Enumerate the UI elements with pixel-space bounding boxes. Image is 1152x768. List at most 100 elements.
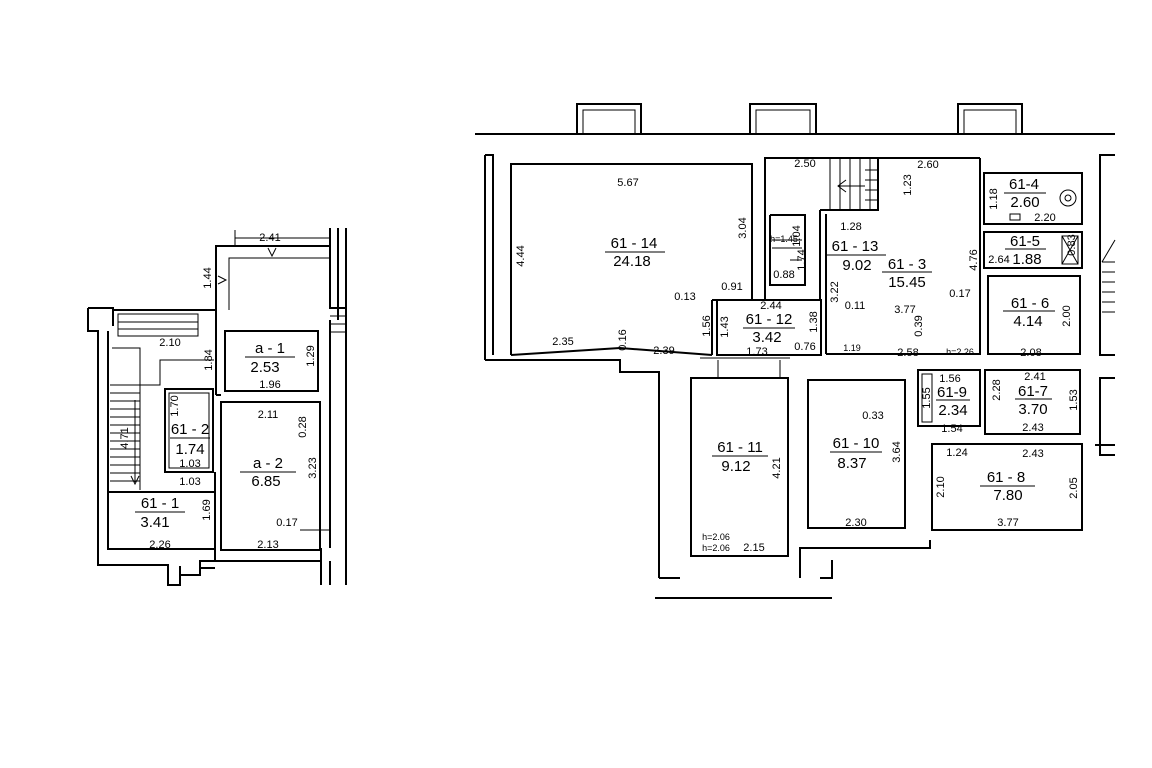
dim-label: 1.43 [719,316,731,337]
dim-label: 0.17 [949,288,970,300]
dim-label: 2.44 [760,300,781,312]
dim-label: 1.53 [1068,389,1080,410]
dim-label: h=2.06 [702,543,730,553]
room-label-61-4: 61-4 [1009,176,1039,193]
room-area-61-9: 2.34 [938,402,967,419]
dim-label: 0.16 [617,329,629,350]
room-area-61-10: 8.37 [837,455,866,472]
dim-label: 3.77 [997,517,1018,529]
room-area-61-3: 15.45 [888,274,926,291]
dim-label: 3.04 [737,217,749,238]
dim-label: 0.11 [845,300,866,312]
room-label-61-11: 61 - 11 [717,439,763,456]
dim-label: 1.73 [746,346,767,358]
room-label-61-12: 61 - 12 [746,311,793,328]
dim-label: 1.04 [791,225,803,246]
staircase-right [1101,239,1116,313]
dim-label: 1.28 [840,221,861,233]
dim-label: 0.88 [773,269,794,281]
room-label-61-10: 61 - 10 [833,435,880,452]
dim-label: 0.28 [297,416,309,437]
room-label-61-14: 61 - 14 [611,235,658,252]
dim-label: 1.96 [259,379,280,391]
dim-label: 2.41 [259,232,280,244]
room-area-a1: 2.53 [250,359,279,376]
dim-label: 0.17 [276,517,297,529]
dim-label: 2.60 [917,159,938,171]
dim-label: 1.03 [179,476,200,488]
dim-label: 1.19 [843,343,861,353]
dim-label: 0.83 [1066,234,1078,255]
dim-label: 2.43 [1022,422,1043,434]
room-label-61-1: 61 - 1 [141,495,179,512]
room-area-61-14: 24.18 [613,253,651,270]
dim-label: 2.11 [258,409,279,421]
dim-label: 1.74 [796,249,808,270]
left-labels: a - 1 2.53 a - 2 6.85 61 - 2 1.74 61 - 1… [119,232,319,551]
dim-label: 2.64 [988,254,1009,266]
dim-label: 2.13 [257,539,278,551]
dim-label: 2.10 [159,337,180,349]
room-area-61-12: 3.42 [752,329,781,346]
dim-label: 3.23 [307,457,319,478]
room-area-61-11: 9.12 [721,458,750,475]
room-label-a2: a - 2 [253,455,283,472]
dim-label: 0.91 [721,281,742,293]
room-label-61-5: 61-5 [1010,233,1040,250]
dim-label: 1.56 [701,315,713,336]
dim-label: 1.69 [201,499,213,520]
dim-label: 2.20 [1034,212,1055,224]
dim-label: 1.54 [941,423,962,435]
dim-label: 2.05 [1068,477,1080,498]
dim-label: 2.58 [897,347,918,359]
dim-label: 3.64 [891,441,903,462]
dim-label: 2.39 [653,345,674,357]
room-area-61-4: 2.60 [1010,194,1039,211]
dim-label: 2.30 [845,517,866,529]
room-label-a1: a - 1 [255,340,285,357]
dim-label: 0.13 [674,291,695,303]
dim-label: 2.00 [1061,305,1073,326]
room-area-61-5: 1.88 [1012,251,1041,268]
dim-label: 2.10 [935,476,947,497]
dim-label: 4.44 [515,245,527,266]
room-area-61-8: 7.80 [993,487,1022,504]
left-plan [87,228,347,586]
dim-label: 0.33 [862,410,883,422]
room-label-61-2: 61 - 2 [171,421,209,438]
room-area-61-2: 1.74 [175,441,204,458]
dim-label: 2.28 [991,379,1003,400]
dim-label: h=2.06 [702,532,730,542]
dim-label: 0.76 [794,341,815,353]
right-plan [475,103,1116,599]
dim-label: 4.71 [119,427,131,448]
dim-label: 2.15 [743,542,764,554]
dim-label: 2.41 [1024,371,1045,383]
dim-label: 2.26 [149,539,170,551]
right-labels: 61 - 14 24.18 61 - 13 9.02 61 - 3 15.45 … [515,158,1080,554]
dim-label: 4.21 [771,457,783,478]
room-area-61-13: 9.02 [842,257,871,274]
room-label-61-6: 61 - 6 [1011,295,1049,312]
dim-label: 1.56 [939,373,960,385]
dim-label: 4.76 [968,249,980,270]
room-label-61-3: 61 - 3 [888,256,926,273]
dim-label: 1.29 [305,345,317,366]
dim-label: 3.77 [894,304,915,316]
dim-label: h=1.45 [770,234,798,244]
dim-label: 1.84 [203,349,215,370]
dim-label: 1.55 [921,387,933,408]
room-area-61-1: 3.41 [140,514,169,531]
room-area-a2: 6.85 [251,473,280,490]
dim-label: 1.18 [988,188,1000,209]
room-area-61-7: 3.70 [1018,401,1047,418]
dim-label: 3.22 [829,281,841,302]
dim-label: 1.03 [179,458,200,470]
room-label-61-8: 61 - 8 [987,469,1025,486]
dim-label: 1.70 [169,395,181,416]
dim-label: 2.50 [794,158,815,170]
room-area-61-6: 4.14 [1013,313,1042,330]
dim-label: 2.43 [1022,448,1043,460]
dim-label: 2.08 [1020,347,1041,359]
